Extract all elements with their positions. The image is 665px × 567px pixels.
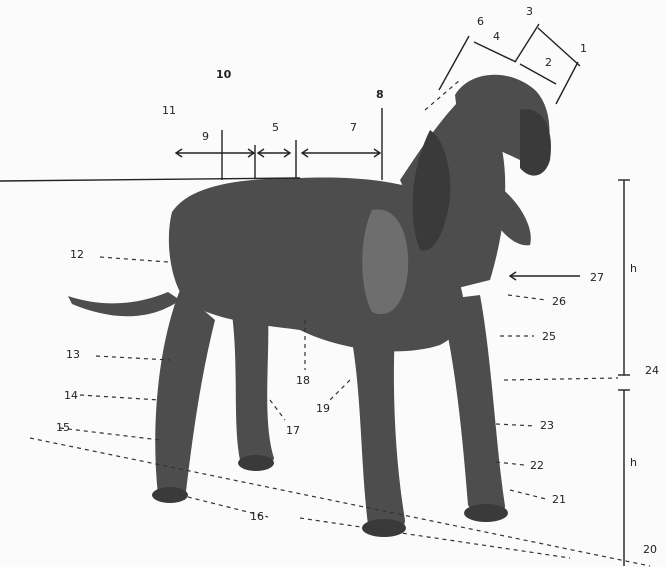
label-19: 19 [316,402,330,415]
label-12: 12 [70,248,84,261]
label-h-upper: h [630,262,637,275]
label-3: 3 [526,5,533,18]
label-18: 18 [296,374,310,387]
label-15: 15 [56,421,70,434]
label-9: 9 [202,130,209,143]
label-21: 21 [552,493,566,506]
label-17: 17 [286,424,300,437]
label-11: 11 [162,104,176,117]
label-27: 27 [590,271,604,284]
label-7: 7 [350,121,357,134]
label-14: 14 [64,389,78,402]
label-24: 24 [645,364,659,377]
label-13: 13 [66,348,80,361]
label-22: 22 [530,459,544,472]
dog-silhouette [68,75,551,537]
label-8: 8 [376,88,384,101]
label-25: 25 [542,330,556,343]
label-26: 26 [552,295,566,308]
label-h-lower: h [630,456,637,469]
label-10: 10 [216,68,232,81]
label-20: 20 [643,543,657,556]
label-6: 6 [477,15,484,28]
label-16: 16 [250,510,264,523]
label-4: 4 [493,30,500,43]
label-23: 23 [540,419,554,432]
label-1: 1 [580,42,587,55]
label-5: 5 [272,121,279,134]
label-2: 2 [545,56,552,69]
